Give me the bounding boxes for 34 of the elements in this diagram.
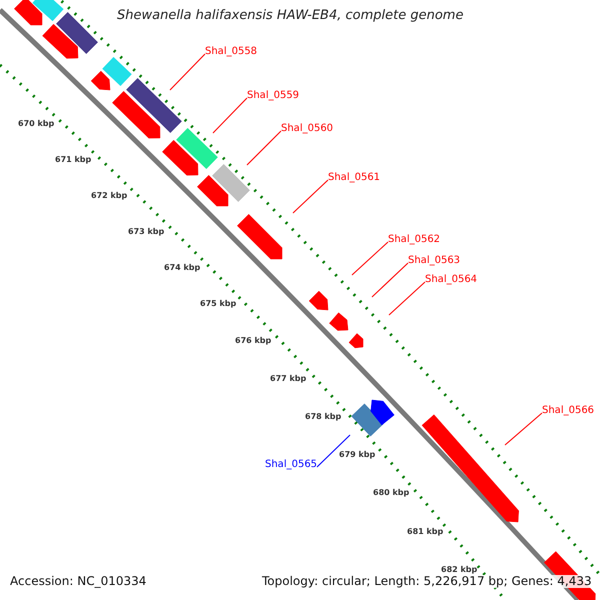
scale-label: 679 kbp (339, 451, 376, 460)
gene-label: Shal_0562 (388, 234, 440, 245)
scale-label: 674 kbp (164, 264, 200, 273)
leader-line (212, 98, 248, 134)
leader-line (352, 242, 388, 276)
scale-label: 682 kbp (441, 566, 478, 575)
scale-label: 670 kbp (18, 120, 54, 129)
leader-line (246, 130, 282, 166)
gene-label: Shal_0564 (425, 274, 478, 285)
leader-line (388, 282, 426, 316)
gene-label: Shal_0558 (205, 46, 258, 57)
gene-label: Shal_0566 (542, 405, 594, 416)
scale-label: 672 kbp (91, 192, 128, 201)
scale-label: 673 kbp (128, 228, 164, 237)
gene-label: Shal_0561 (328, 172, 380, 183)
leader-line (504, 412, 542, 446)
scale-label: 676 kbp (235, 337, 272, 346)
leader-line (316, 434, 350, 468)
info-text: Accession: NC_010334 (10, 575, 146, 588)
leader-line (372, 262, 408, 298)
gene-label: Shal_0565 (265, 459, 318, 470)
leader-line (292, 180, 328, 214)
scale-label: 681 kbp (407, 528, 444, 537)
scale-label: 677 kbp (270, 375, 306, 384)
info-text: Topology: circular; Length: 5,226,917 bp; Genes: 4,433 (262, 575, 592, 588)
scale-label: 678 kbp (305, 413, 342, 422)
scale-label: 675 kbp (200, 300, 236, 309)
gene-label: Shal_0563 (408, 255, 460, 266)
gene-label: Shal_0559 (247, 90, 300, 101)
leader-line (170, 54, 206, 90)
gene-label: Shal_0560 (281, 123, 334, 134)
title: Shewanella halifaxensis HAW-EB4, complete genome (117, 9, 464, 24)
scale-label: 671 kbp (55, 156, 92, 165)
scale-label: 680 kbp (373, 489, 410, 498)
